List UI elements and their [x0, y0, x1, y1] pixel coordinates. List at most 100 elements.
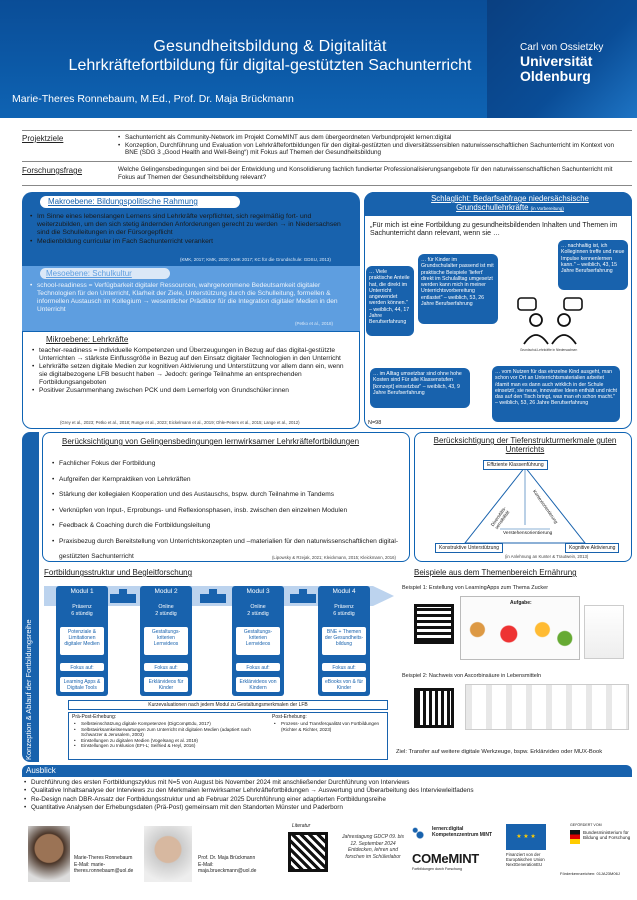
module-dur: 2 stündig — [155, 611, 177, 617]
mikro-list: teacher-readiness = individuelle Kompete… — [32, 347, 352, 395]
module-content: Potenziale & Limitationen digitaler Medi… — [59, 626, 105, 656]
tiefen-mid: Verstehensorientierung — [503, 531, 553, 536]
mikro-title: Mikroebene: Lehrkräfte — [46, 335, 129, 344]
sample-size: N=98 — [368, 420, 382, 426]
module-mode: Online — [158, 604, 174, 610]
list-item: Feedback & Coaching durch die Fortbildun… — [52, 518, 402, 534]
schlaglicht-title-note: (in Vorbereitung) — [530, 206, 564, 211]
school-icon — [200, 589, 226, 603]
module-content: Gestaltungs-kriterien Lernvideos — [143, 626, 189, 656]
avatar — [28, 826, 70, 882]
forschungsfrage-label: Forschungsfrage — [22, 166, 83, 175]
post-title: Post-Erhebung: — [272, 714, 307, 720]
list-item: Qualitative Inhaltsanalyse der Interview… — [24, 787, 632, 796]
forschungsfrage-text: Welche Gelingensbedingungen sind bei der… — [118, 166, 613, 181]
ausblick-title-bar — [22, 765, 632, 777]
module-name: Modul 2 — [154, 588, 178, 595]
tiefen-top: Effiziente Klassenführung — [483, 460, 548, 470]
list-item: teacher-readiness = individuelle Kompete… — [32, 347, 352, 363]
list-item: Durchführung des ersten Fortbildungszykl… — [24, 779, 632, 788]
module-name: Modul 3 — [246, 588, 270, 595]
poster-header — [0, 0, 637, 118]
author-2-email[interactable]: E-Mail: maja.brueckmann@uol.de — [198, 862, 257, 874]
list-item: Verknüpfen von Input-, Erprobungs- und R… — [52, 503, 402, 519]
eu-flag-icon: ★ ★ ★ — [506, 824, 546, 850]
schlaglicht-title: Schlaglicht: Bedarfsabfrage niedersächsi… — [400, 194, 620, 213]
university-logo: Universität Oldenburg — [520, 53, 593, 84]
lernen-digital-text: lernen:digital Kompetenzzentrum MINT — [432, 826, 492, 838]
list-item: Sachunterricht als Community-Network im … — [118, 134, 628, 142]
gelingens-cite: (Lipowsky & Rzejak, 2021; Kleickmann, 20… — [272, 555, 396, 560]
tiefen-panel — [414, 432, 632, 562]
meso-title-bar — [40, 268, 170, 279]
makro-list: Im Sinne eines lebenslangen Lernens sind… — [30, 213, 350, 246]
konzeption-side-label: Konzeption & Ablauf der Fortbildungsreih… — [24, 619, 33, 760]
food-images — [464, 612, 576, 656]
tiefen-left: Konstruktive Unterstützung — [435, 543, 504, 553]
module-mode: Präsenz — [72, 604, 92, 610]
list-item: Re-Design nach DBR-Ansatz der Fortbildun… — [24, 796, 632, 805]
literatur-label: Literatur — [292, 823, 311, 829]
module-focus-label: Fokus auf: — [235, 662, 281, 672]
list-item: Einstellungen zu digitalen Medien (Vogel… — [74, 738, 264, 744]
module-dur: 6 stündig — [333, 611, 355, 617]
school-icon — [290, 589, 316, 603]
module-name: Modul 4 — [332, 588, 356, 595]
struktur-title: Fortbildungsstruktur und Begleitforschun… — [44, 568, 193, 577]
list-item: Positiver Zusammenhang zwischen PCK und … — [32, 387, 352, 395]
gelingens-list: Fachlicher Fokus der Fortbildung Aufgrei… — [52, 456, 402, 565]
projektziele-row: Projektziele Sachunterricht als Communit… — [22, 130, 632, 162]
kurzevaluation: Kurzevaluationen nach jedem Modul zu Ges… — [68, 700, 388, 710]
module-focus-item: eBooks von & für Kinder — [321, 676, 367, 693]
list-item: Selbsteinschätzung digitale Kompetenzen … — [74, 721, 264, 727]
forschungsfrage-row: Forschungsfrage Welche Gelingensbedingun… — [22, 164, 632, 186]
list-item: Aufgreifen der Kernpraktiken von Lehrkrä… — [52, 472, 402, 488]
meso-title: Mesoebene: Schulkultur — [46, 269, 132, 278]
meso-cite: (Petko et al., 2018) — [295, 321, 334, 326]
list-item: Konzeption, Durchführung und Evaluation … — [118, 142, 628, 157]
module-focus-item: Learning Apps & Digitale Tools — [59, 676, 105, 693]
list-item: Einstellungen zu Inklusion (EFI-L; Seifr… — [74, 743, 264, 749]
avatar — [144, 826, 192, 882]
list-item: Quantitative Analysen der Erhebungsdaten… — [24, 804, 632, 813]
list-item: Im Sinne eines lebenslangen Lernens sind… — [30, 213, 350, 238]
comemint-subtitle: Fortbildungen durch Forschung — [412, 867, 462, 871]
beispiel-1-caption: Beispiel 1: Erstellung von LearningApps … — [402, 585, 549, 591]
lernen-digital-logo — [412, 827, 428, 843]
bmbf-top: GEFÖRDERT VOM — [570, 823, 602, 827]
school-icon — [110, 589, 136, 603]
quote-bubble-2: … für Kinder im Grundschulalter passend … — [418, 254, 498, 324]
quote-bubble-4: … im Alltag umsetzbar sind ohne hohe Kos… — [370, 368, 470, 408]
list-item: Medienbildung curricular im Fach Sachunt… — [30, 238, 350, 246]
tiefen-cite: (in Anlehnung an Kunter & Trautwein, 201… — [505, 554, 589, 559]
pre-title: Prä-Post-Erhebung: — [72, 714, 117, 720]
erhebung-panel — [68, 712, 388, 760]
schlaglicht-question: „Für mich ist eine Fortbildung zu gesund… — [370, 222, 618, 238]
post-list: Prozess- und Transferqualität von Fortbi… — [274, 721, 384, 732]
author-1-email[interactable]: E-Mail: marie-theres.ronnebaum@uol.de — [74, 862, 134, 874]
quote-bubble-5: … vom Nutzen für das einzelne Kind ausge… — [492, 366, 620, 422]
module-focus-label: Fokus auf: — [59, 662, 105, 672]
projektziele-list: Sachunterricht als Community-Network im … — [118, 134, 628, 157]
poster-authors: Marie-Theres Ronnebaum, M.Ed., Prof. Dr.… — [12, 93, 294, 105]
projektziele-label: Projektziele — [22, 134, 64, 143]
author-2-name: Prof. Dr. Maja Brückmann — [198, 855, 256, 861]
konzeption-side-bar — [22, 432, 39, 762]
module-focus-label: Fokus auf: — [143, 662, 189, 672]
tiefen-triangle — [440, 455, 610, 555]
module-mode: Online — [250, 604, 266, 610]
tiefen-title: Berücksichtigung der Tiefenstrukturmerkm… — [433, 436, 617, 454]
list-item: Stärkung der kollegialen Kooperation und… — [52, 487, 402, 503]
quote-bubble-1: … Viele praktische Anteile hat, die dire… — [366, 266, 414, 336]
university-logo-small: Carl von Ossietzky — [520, 42, 604, 53]
qr-code-literatur — [288, 832, 328, 872]
qr-code-1 — [414, 604, 454, 644]
eu-funding-text: Finanziert von der Europäischen Union Ne… — [506, 852, 545, 868]
pre-list: Selbsteinschätzung digitale Kompetenzen … — [74, 721, 264, 749]
module-mode: Präsenz — [334, 604, 354, 610]
list-item: school-readiness = Verfügbarkeit digital… — [30, 282, 350, 314]
bmbf-text: Bundesministerium für Bildung und Forsch… — [583, 830, 631, 841]
teachers-icon-caption: Grundschul-Lehrkräfte in Niedersachsen — [520, 348, 578, 352]
list-item: Selbstwirksamkeitserwartungen zum Unterr… — [74, 727, 264, 738]
module-name: Modul 1 — [70, 588, 94, 595]
